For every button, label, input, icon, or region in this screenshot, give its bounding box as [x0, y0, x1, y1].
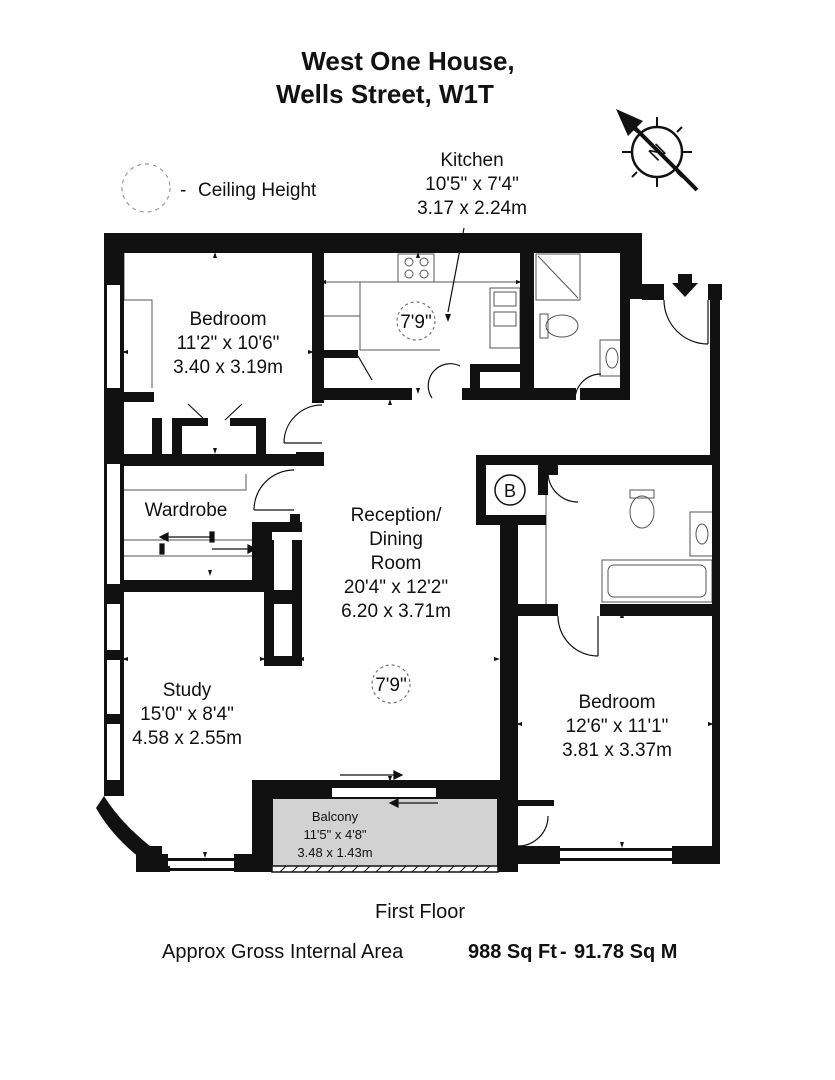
balcony-name: Balcony — [312, 809, 359, 824]
legend-dash: - — [180, 180, 186, 201]
reception-imperial: 20'4" x 12'2" — [344, 577, 448, 598]
room-study-label: Study 15'0" x 8'4" 4.58 x 2.55m — [132, 680, 242, 749]
reception-name-2: Dining — [369, 529, 423, 550]
area-separator: - — [560, 941, 567, 963]
area-label: Approx Gross Internal Area — [162, 941, 404, 963]
bedroom-1-imperial: 11'2" x 10'6" — [177, 333, 280, 354]
reception-name-1: Reception/ — [351, 505, 443, 526]
title-line-2: Wells Street, W1T — [276, 79, 494, 109]
sliding-door-arrows — [158, 531, 438, 808]
bath-icon — [601, 559, 713, 603]
bedroom-2-metric: 3.81 x 3.37m — [562, 740, 672, 761]
bedroom-1-metric: 3.40 x 3.19m — [173, 357, 283, 378]
basin-icon-2 — [689, 511, 715, 557]
ceiling-height-markers: 7'9" 7'9" — [371, 301, 436, 704]
room-reception-label: Reception/ Dining Room 20'4" x 12'2" 6.2… — [341, 505, 451, 622]
balcony-area — [271, 797, 499, 869]
kitchen-metric: 3.17 x 2.24m — [417, 198, 527, 219]
kitchen-name: Kitchen — [440, 150, 503, 171]
bedroom-1-name: Bedroom — [189, 309, 266, 330]
door-swings — [187, 299, 709, 847]
hob-icon — [397, 253, 435, 283]
balcony-hatch — [279, 865, 491, 873]
toilet-icon — [545, 314, 579, 338]
entrance-arrow-icon — [672, 274, 698, 297]
floor-label: First Floor — [375, 901, 465, 923]
balcony-imperial: 11'5" x 4'8" — [303, 827, 366, 842]
study-name: Study — [163, 680, 212, 701]
reception-ceiling-height: 7'9" — [375, 675, 407, 696]
toilet-icon-2 — [629, 495, 655, 529]
legend-label: Ceiling Height — [198, 180, 317, 201]
boiler-label: B — [504, 481, 516, 501]
room-bedroom-1-label: Bedroom 11'2" x 10'6" 3.40 x 3.19m — [173, 309, 283, 378]
bedroom-2-name: Bedroom — [578, 692, 655, 713]
room-bedroom-2-label: Bedroom 12'6" x 11'1" 3.81 x 3.37m — [562, 692, 672, 761]
room-balcony-label: Balcony 11'5" x 4'8" 3.48 x 1.43m — [297, 809, 372, 860]
room-kitchen-label: Kitchen 10'5" x 7'4" 3.17 x 2.24m — [417, 150, 527, 219]
bedroom-2-imperial: 12'6" x 11'1" — [566, 716, 669, 737]
reception-name-3: Room — [371, 553, 422, 574]
kitchen-imperial: 10'5" x 7'4" — [425, 174, 519, 195]
kitchen-label-pointer — [447, 227, 465, 313]
wardrobe-label: Wardrobe — [145, 500, 228, 521]
ceiling-height-symbol — [121, 163, 171, 213]
compass-icon: N — [616, 109, 699, 192]
study-imperial: 15'0" x 8'4" — [140, 704, 234, 725]
dimension-markers — [122, 252, 714, 858]
ceiling-height-legend: - Ceiling Height — [121, 163, 317, 213]
area-metric: 91.78 Sq M — [574, 941, 677, 963]
balcony-metric: 3.48 x 1.43m — [297, 845, 372, 860]
shower-icon — [535, 253, 581, 301]
reception-metric: 6.20 x 3.71m — [341, 601, 451, 622]
study-metric: 4.58 x 2.55m — [132, 728, 242, 749]
title-line-1: West One House, — [301, 46, 514, 76]
balcony-railing — [271, 865, 499, 873]
area-imperial: 988 Sq Ft — [468, 941, 557, 963]
walls — [96, 233, 722, 872]
boiler-icon — [494, 474, 526, 506]
kitchen-ceiling-height: 7'9" — [400, 312, 432, 333]
